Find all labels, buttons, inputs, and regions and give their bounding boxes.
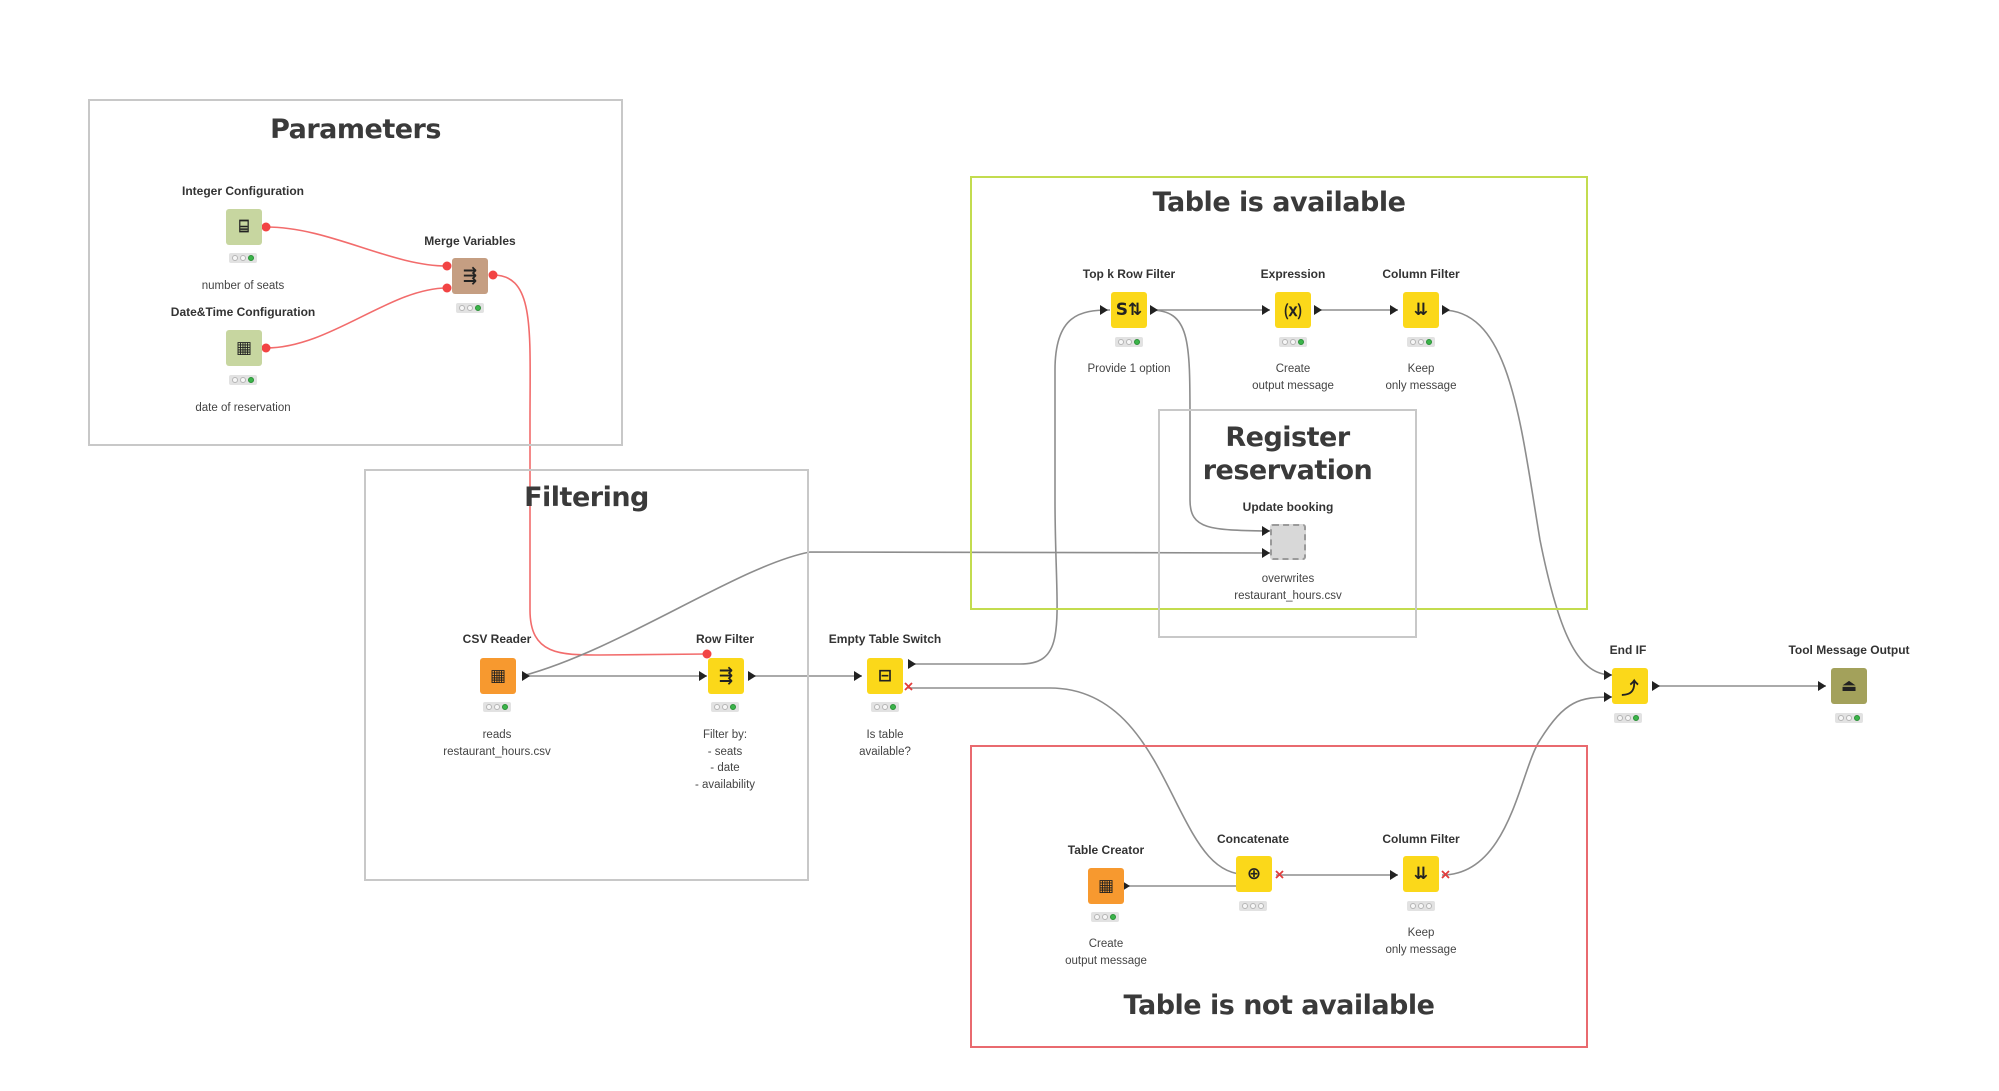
- node-name: Integer Configuration: [182, 184, 304, 198]
- node-status: [1835, 713, 1863, 723]
- node-description: Keep only message: [1385, 363, 1457, 392]
- flowvar-link-datetime-merge: [265, 287, 448, 349]
- node-name: Top k Row Filter: [1082, 267, 1176, 281]
- csv-table-icon[interactable]: ▦: [480, 658, 516, 694]
- annotation-register-reservation: Register reservation: [1158, 409, 1417, 638]
- node-description: Create output message: [1065, 938, 1147, 967]
- column-filter-icon[interactable]: ⇊: [1403, 856, 1439, 892]
- sort-icon[interactable]: S⇅: [1111, 292, 1147, 328]
- link-switch-concatenate: [908, 687, 1251, 876]
- annotation-table-not-available: Table is not available: [970, 745, 1588, 1048]
- node-name: Tool Message Output: [1788, 643, 1910, 657]
- link-columnfilter-endif: [1441, 309, 1613, 676]
- node-name: Empty Table Switch: [828, 632, 942, 646]
- node-name: End IF: [1609, 643, 1647, 657]
- node-status: [1614, 713, 1642, 723]
- node-name: Update booking: [1242, 500, 1334, 514]
- end-if-icon[interactable]: ⤴: [1612, 668, 1648, 704]
- concatenate-icon[interactable]: ⊕: [1236, 856, 1272, 892]
- node-description: Create output message: [1252, 363, 1334, 392]
- annotation-title: Table is available: [1152, 187, 1406, 218]
- annotation-title: Register reservation: [1202, 422, 1373, 486]
- expression-icon[interactable]: ⒳: [1275, 292, 1311, 328]
- node-name: Column Filter: [1382, 267, 1460, 281]
- node-status: [229, 253, 257, 263]
- node-description: Is table available?: [859, 729, 911, 758]
- node-name: Column Filter: [1382, 832, 1460, 846]
- node-name: CSV Reader: [462, 632, 532, 646]
- node-status: [1115, 337, 1143, 347]
- node-name: Table Creator: [1067, 843, 1145, 857]
- link-switch-topk: [908, 309, 1111, 665]
- node-status: [1407, 337, 1435, 347]
- annotation-title: Filtering: [524, 482, 649, 513]
- flowvar-link-merge-rowfilter: [492, 274, 708, 656]
- link-csv-update: [521, 551, 1271, 677]
- calendar-config-icon[interactable]: ▦: [226, 330, 262, 366]
- metanode-icon[interactable]: [1270, 524, 1306, 560]
- node-name: Merge Variables: [424, 234, 516, 248]
- tool-output-icon[interactable]: ⏏: [1831, 668, 1867, 704]
- node-description: Filter by: - seats - date - availability: [694, 729, 756, 791]
- annotation-title: Parameters: [270, 114, 441, 145]
- node-name: Concatenate: [1216, 832, 1290, 846]
- node-status: [229, 375, 257, 385]
- flowvar-link-integer-merge: [265, 226, 448, 267]
- node-status: [871, 702, 899, 712]
- node-description: Provide 1 option: [1087, 363, 1171, 375]
- link-topk-update: [1149, 309, 1271, 532]
- annotation-title: Table is not available: [1123, 990, 1435, 1021]
- node-status: [711, 702, 739, 712]
- annotation-parameters: Parameters: [88, 99, 623, 446]
- node-name: Row Filter: [695, 632, 755, 646]
- node-description: reads restaurant_hours.csv: [443, 729, 551, 758]
- merge-variables-icon[interactable]: ⇶: [452, 258, 488, 294]
- node-status: [1407, 901, 1435, 911]
- link-columnfilter-endif-bottom: [1441, 696, 1613, 876]
- column-filter-icon[interactable]: ⇊: [1403, 292, 1439, 328]
- annotation-table-available: Table is available: [970, 176, 1588, 610]
- node-status: [483, 702, 511, 712]
- node-status: [456, 303, 484, 313]
- node-name: Expression: [1260, 267, 1326, 281]
- row-filter-icon[interactable]: ⇶: [708, 658, 744, 694]
- table-creator-icon[interactable]: ▦: [1088, 868, 1124, 904]
- switch-icon[interactable]: ⊟: [867, 658, 903, 694]
- node-status: [1239, 901, 1267, 911]
- node-description: overwrites restaurant_hours.csv: [1234, 573, 1342, 602]
- annotation-filtering: Filtering: [364, 469, 809, 881]
- node-status: [1279, 337, 1307, 347]
- node-status: [1091, 912, 1119, 922]
- integer-config-icon[interactable]: ⌸: [226, 209, 262, 245]
- node-description: date of reservation: [195, 402, 291, 414]
- node-description: Keep only message: [1385, 927, 1457, 956]
- node-name: Date&Time Configuration: [170, 305, 316, 319]
- node-description: number of seats: [201, 280, 285, 292]
